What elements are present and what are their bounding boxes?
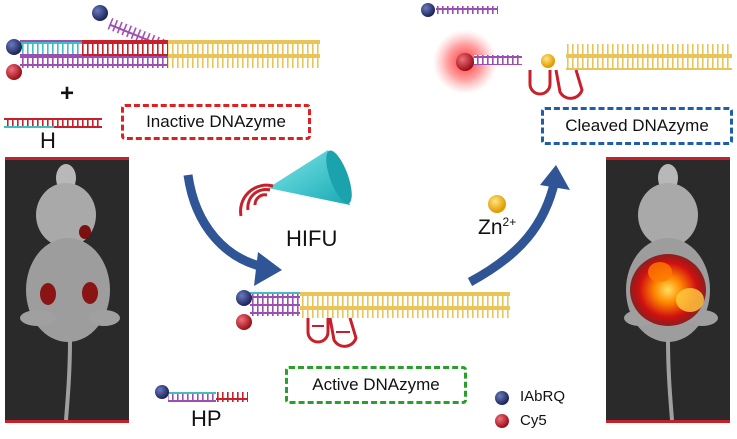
- arrow-head: [540, 165, 570, 190]
- arrow-to-active: [183, 174, 269, 273]
- zinc-ion-icon: [541, 54, 555, 68]
- legend-cy5-dot: [495, 414, 509, 428]
- hp-label: HP: [191, 406, 222, 431]
- active-dnazyme-complex: [236, 290, 510, 348]
- quencher-dot-icon: [6, 39, 22, 55]
- h-strand: [4, 118, 102, 128]
- zn-charge: 2+: [502, 215, 517, 229]
- zinc-ion-icon: [488, 195, 506, 213]
- legend-iabrq-label: IAbRQ: [520, 388, 566, 405]
- mouse-image-right: [606, 157, 730, 423]
- legend-cy5-label: Cy5: [520, 412, 547, 429]
- plus-sign: +: [60, 80, 75, 107]
- quencher-dot-icon: [236, 290, 252, 306]
- fluorophore-dot-icon: [456, 53, 474, 71]
- teal-duplex: [20, 40, 82, 56]
- cleaved-dnazyme-box: Cleaved DNAzyme: [541, 107, 733, 145]
- zn-label: Zn2+: [478, 215, 516, 240]
- top-left-complex: [6, 5, 320, 80]
- fluorophore-dot-icon: [236, 314, 252, 330]
- purple-strand: [20, 56, 168, 68]
- ultrasound-transducer-icon: [239, 150, 352, 217]
- inactive-dnazyme-box: Inactive DNAzyme: [121, 104, 311, 140]
- zn-base: Zn: [478, 216, 503, 239]
- quencher-dot-icon: [421, 3, 435, 17]
- mouse-image-left: [5, 157, 129, 423]
- hifu-label: HIFU: [286, 226, 338, 251]
- gold-duplex: [168, 40, 320, 68]
- hp-strand: [155, 385, 248, 402]
- arrow-head: [254, 252, 282, 286]
- cleaved-complex: [421, 3, 732, 100]
- quencher-dot-icon: [92, 5, 108, 21]
- red-duplex: [82, 40, 168, 56]
- active-dnazyme-box: Active DNAzyme: [285, 366, 467, 404]
- legend-iabrq-dot: [495, 391, 509, 405]
- fluorophore-dot-icon: [6, 64, 22, 80]
- quencher-dot-icon: [155, 385, 169, 399]
- h-label: H: [40, 128, 56, 153]
- arrow-to-cleaved: [467, 179, 560, 286]
